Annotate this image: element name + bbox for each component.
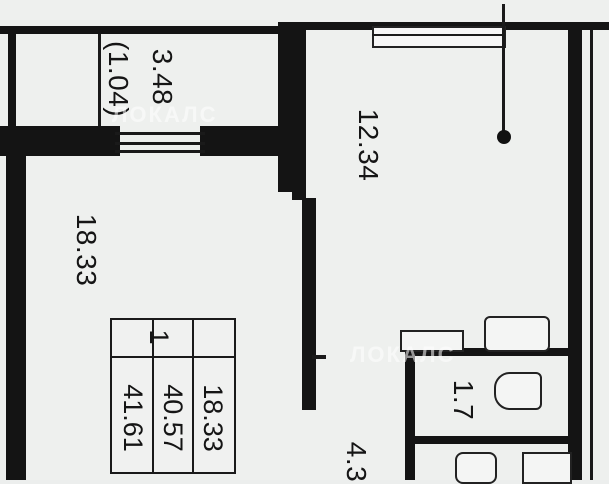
wall-left-balcony (8, 30, 16, 130)
kitchen-sink (484, 316, 550, 352)
kitchen-stove (400, 330, 464, 352)
wall-right-outer (568, 22, 582, 480)
label-living-area: 18.33 (71, 213, 102, 287)
label-bathroom-area: 1.7 (448, 379, 479, 421)
wall-living-right-lower (302, 198, 316, 410)
summary-divider-1 (152, 320, 154, 472)
summary-rooms-count: 1 (144, 329, 174, 345)
summary-total-area: 40.57 (158, 384, 188, 452)
balcony-window-line-1 (115, 132, 205, 135)
kitchen-window-mid (372, 34, 502, 36)
wall-left-outer (6, 150, 26, 480)
balcony-rail (98, 34, 101, 126)
kitchen-window (372, 26, 506, 48)
summary-divider-3 (112, 356, 234, 358)
wall-bath-top (405, 348, 580, 356)
wall-living-right (292, 150, 306, 200)
lamp-cable (502, 4, 505, 136)
summary-divider-2 (192, 320, 194, 472)
summary-living-area: 18.33 (198, 384, 228, 452)
watermark-top: ЛОКАЛС (112, 102, 218, 127)
balcony-window-line-3 (115, 150, 205, 153)
bath-sink (455, 452, 497, 484)
wall-right-thin (590, 30, 593, 480)
area-summary-box (110, 318, 236, 474)
wall-bath-bottom (405, 436, 580, 444)
summary-total-with-balcony: 41.61 (118, 384, 148, 452)
label-kitchen-area: 12.34 (353, 108, 384, 182)
wall-top-left (0, 26, 295, 34)
watermark-bottom: ЛОКАЛС (350, 342, 456, 367)
lamp-point (497, 130, 511, 144)
door-mark (312, 355, 326, 359)
toilet (494, 372, 542, 410)
label-corridor-area: 4.3 (341, 441, 372, 483)
wall-bath-left (405, 352, 415, 480)
balcony-window-line-2 (115, 142, 205, 145)
bathtub (522, 452, 572, 484)
